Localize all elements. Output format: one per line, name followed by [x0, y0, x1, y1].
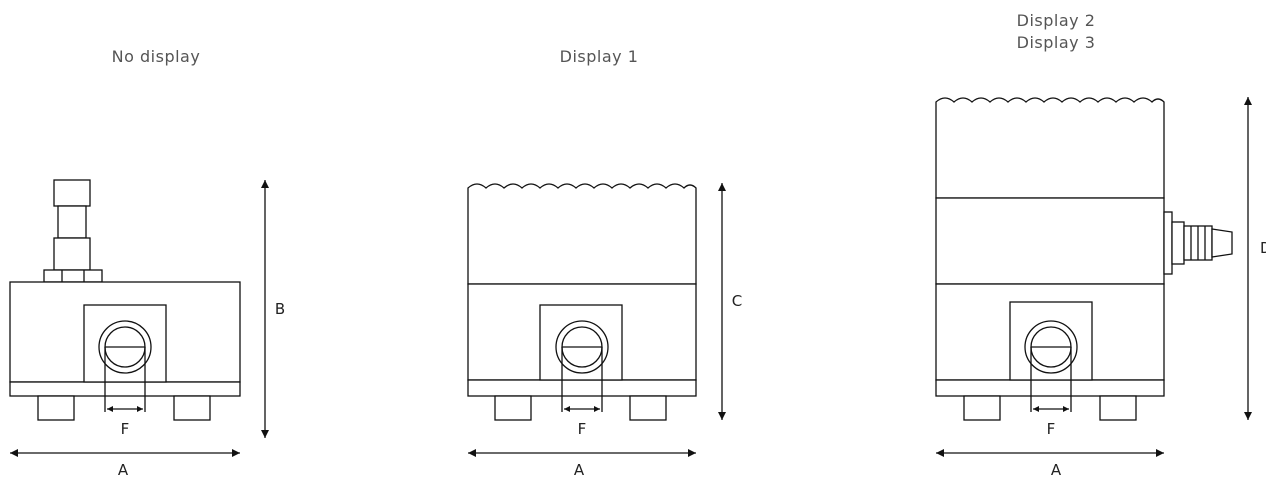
port-fitting — [1024, 320, 1078, 412]
dim-label-f: F — [578, 420, 587, 438]
caption-display-2: Display 2 — [1017, 11, 1096, 30]
mount-foot-left — [963, 395, 1001, 421]
dim-label-f: F — [121, 420, 130, 438]
mount-foot-left — [494, 395, 532, 421]
display-cover-top — [935, 97, 1165, 199]
caption-display-1: Display 1 — [560, 47, 639, 66]
port-plate — [1009, 301, 1093, 381]
side-boss — [1163, 211, 1173, 275]
dim-label-d: D — [1260, 239, 1266, 257]
mount-foot-right — [629, 395, 667, 421]
sensor-connector — [43, 179, 103, 283]
display-housing-middle — [935, 197, 1165, 285]
base-plate — [9, 381, 241, 397]
dim-label-a: A — [574, 461, 585, 478]
port-fitting — [555, 320, 609, 412]
dim-label-f: F — [1047, 420, 1056, 438]
dim-label-a: A — [1051, 461, 1062, 478]
base-plate — [467, 379, 697, 397]
base-plate — [935, 379, 1165, 397]
mount-foot-right — [1099, 395, 1137, 421]
port-plate — [83, 304, 167, 383]
device-display-2-3: Display 2 Display 3 F A D — [935, 11, 1266, 478]
device-display-1: Display 1 F A C — [467, 47, 742, 478]
mount-foot-right — [173, 395, 211, 421]
port-fitting — [98, 320, 152, 412]
dim-label-b: B — [275, 300, 285, 318]
dim-label-a: A — [118, 461, 129, 478]
caption-no-display: No display — [112, 47, 201, 66]
caption-display-3: Display 3 — [1017, 33, 1096, 52]
cable-gland — [1171, 221, 1233, 265]
display-cover-top — [467, 183, 697, 285]
port-plate — [539, 304, 623, 381]
dim-label-c: C — [732, 292, 742, 310]
device-no-display: No display F A B — [9, 47, 285, 478]
mount-foot-left — [37, 395, 75, 421]
